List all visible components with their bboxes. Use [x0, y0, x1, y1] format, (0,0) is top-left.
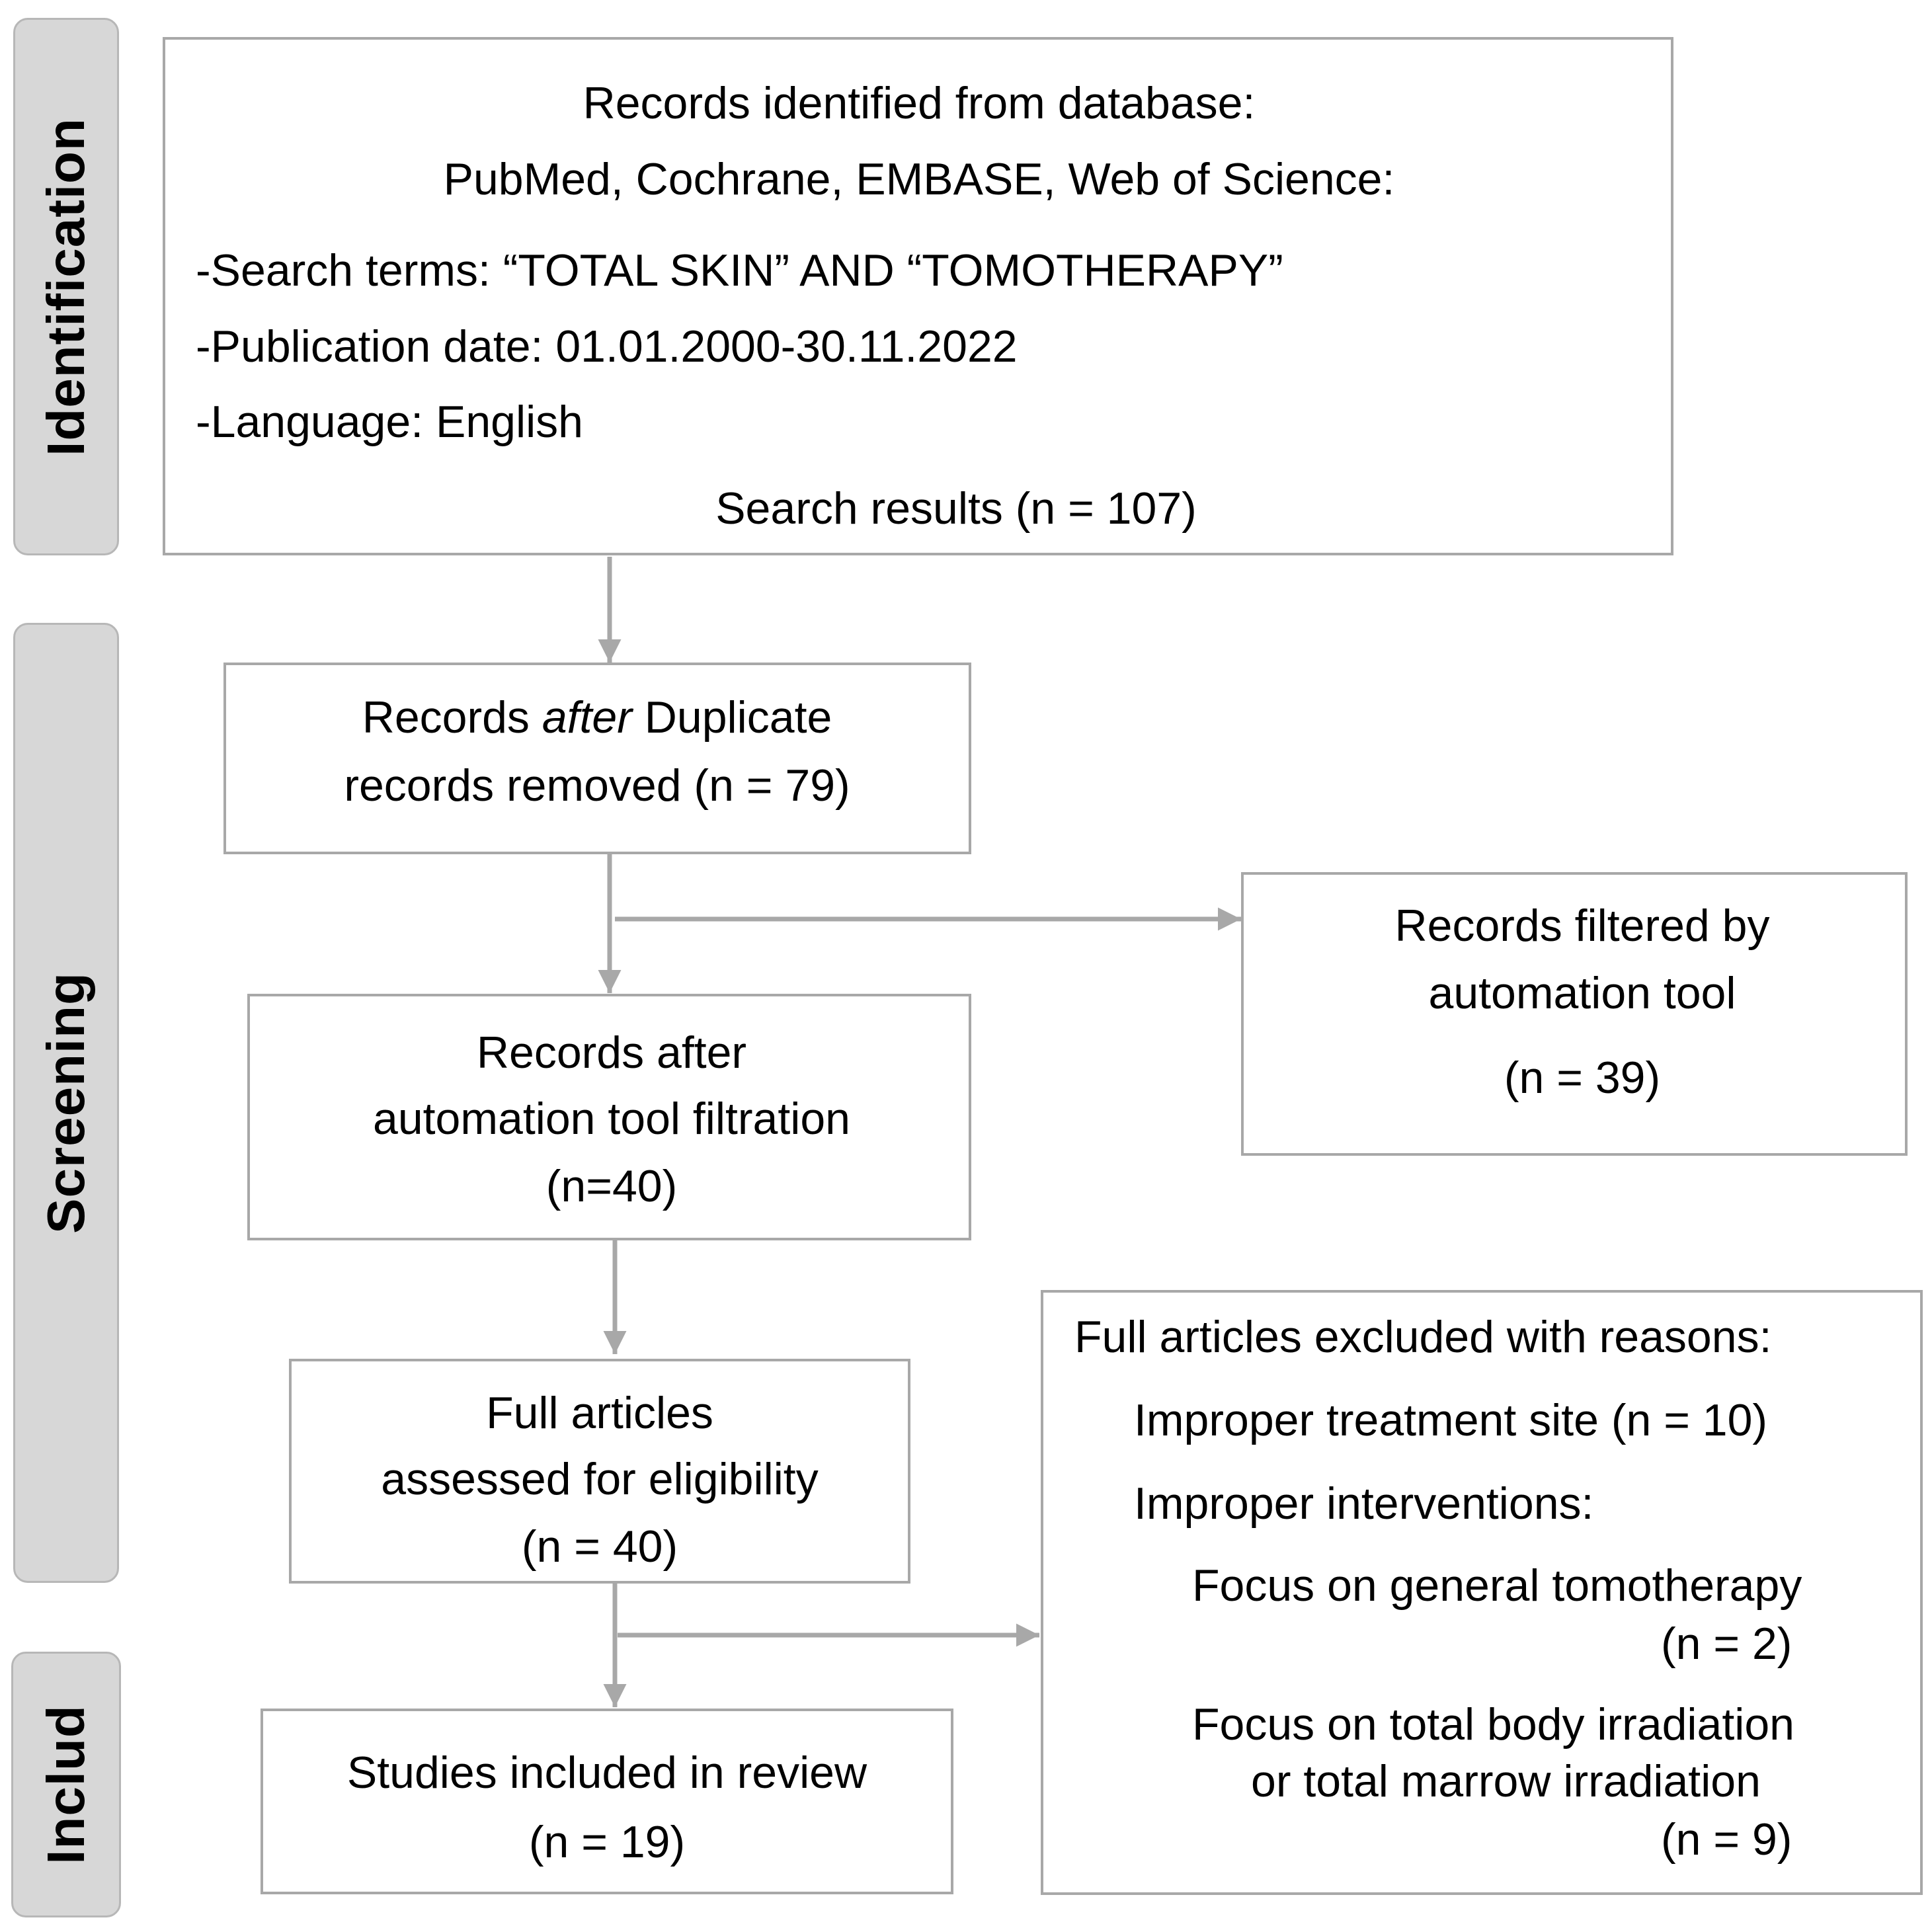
duplicates-line1-em: after — [542, 692, 632, 743]
language: -Language: English — [196, 397, 584, 447]
identification-line2: PubMed, Cochrane, EMBASE, Web of Science… — [443, 154, 1395, 204]
reason-general-tomotherapy: Focus on general tomotherapy — [1192, 1560, 1802, 1611]
reason-general-tomotherapy-count: (n = 2) — [1661, 1619, 1792, 1669]
filtered-by-tool-box — [1241, 872, 1908, 1156]
phase-screening: Screening — [13, 623, 119, 1583]
eligibility-line3: (n = 40) — [521, 1521, 678, 1572]
reason-interventions: Improper interventions: — [1134, 1478, 1594, 1529]
included-line1: Studies included in review — [346, 1748, 867, 1798]
eligibility-box — [289, 1359, 910, 1584]
phase-included: Includ — [11, 1652, 121, 1917]
duplicates-line1-post: Duplicate — [631, 692, 832, 743]
after-filtration-line2: automation tool filtration — [373, 1094, 850, 1144]
identification-box — [163, 37, 1673, 555]
after-filtration-line1: Records after — [476, 1027, 747, 1078]
search-results: Search results (n = 107) — [715, 483, 1197, 534]
reason-tbi-line1: Focus on total body irradiation — [1192, 1699, 1794, 1750]
eligibility-line2: assessed for eligibility — [381, 1454, 819, 1504]
reason-tbi-count: (n = 9) — [1661, 1814, 1792, 1865]
excluded-box — [1041, 1290, 1923, 1895]
phase-identification: Identification — [13, 18, 119, 555]
after-filtration-line3: (n=40) — [545, 1161, 678, 1211]
reason-tbi-line2: or total marrow irradiation — [1251, 1756, 1761, 1806]
eligibility-line1: Full articles — [486, 1388, 713, 1438]
duplicates-line1: Records after Duplicate — [362, 695, 832, 740]
duplicates-line1-pre: Records — [362, 692, 542, 743]
filtered-line3: (n = 39) — [1504, 1053, 1661, 1103]
duplicates-removed-box — [223, 663, 971, 854]
reason-treatment-site: Improper treatment site (n = 10) — [1134, 1395, 1768, 1445]
included-box — [261, 1709, 953, 1894]
included-line2: (n = 19) — [528, 1817, 686, 1867]
search-terms: -Search terms: “TOTAL SKIN” AND “TOMOTHE… — [196, 245, 1283, 296]
filtered-line2: automation tool — [1428, 968, 1736, 1018]
filtered-line1: Records filtered by — [1394, 901, 1770, 951]
after-filtration-box — [247, 994, 971, 1240]
publication-date: -Publication date: 01.01.2000-30.11.2022 — [196, 321, 1018, 372]
excluded-heading: Full articles excluded with reasons: — [1074, 1312, 1772, 1362]
duplicates-line2: records removed (n = 79) — [344, 760, 850, 811]
identification-line1: Records identified from database: — [583, 78, 1256, 128]
